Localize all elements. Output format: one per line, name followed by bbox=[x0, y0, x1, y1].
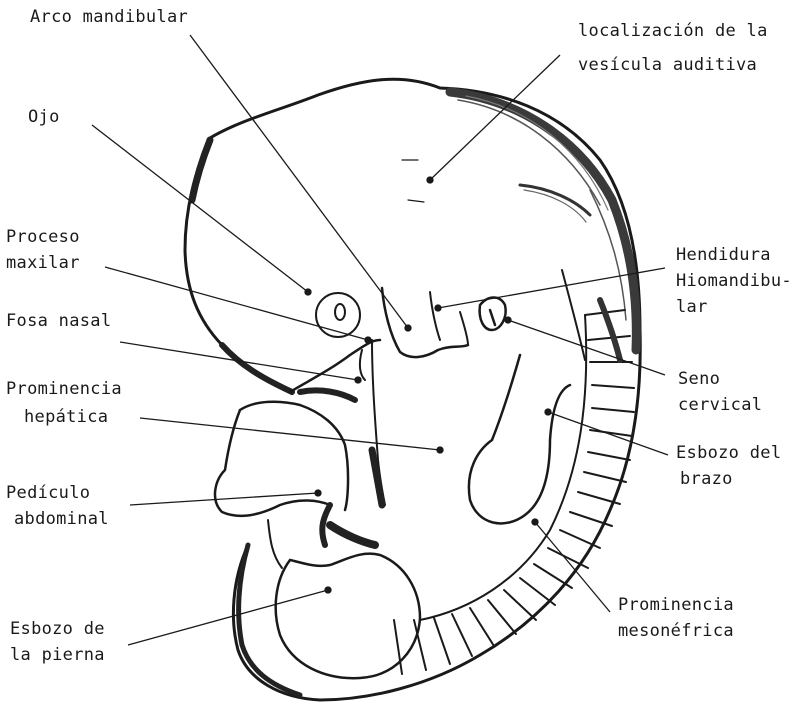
label-proceso-line1: Proceso bbox=[6, 226, 80, 248]
hepatic-prominence bbox=[240, 402, 348, 510]
somites bbox=[394, 310, 634, 674]
label-ojo: Ojo bbox=[28, 106, 60, 128]
label-esbozo-pierna-line1: Esbozo de bbox=[10, 618, 105, 640]
label-hendidura-line2: Hiomandibu- bbox=[676, 270, 792, 292]
label-vesicula-line1: localización de la bbox=[578, 20, 768, 42]
cervical-sinus bbox=[480, 298, 506, 331]
label-seno-line2: cervical bbox=[678, 394, 762, 416]
label-arco-mandibular: Arco mandibular bbox=[30, 6, 188, 28]
body-stalk bbox=[215, 410, 330, 516]
eye-outer bbox=[316, 293, 360, 337]
label-pediculo-line2: abdominal bbox=[14, 508, 109, 530]
label-esbozo-brazo-line2: brazo bbox=[680, 468, 733, 490]
label-prominencia-hepatica-line2: hepática bbox=[24, 406, 108, 428]
mandibular-arch bbox=[382, 288, 468, 357]
label-prominencia-meso-line1: Prominencia bbox=[618, 594, 734, 616]
label-esbozo-pierna-line2: la pierna bbox=[10, 644, 105, 666]
maxillary-process bbox=[290, 340, 380, 392]
label-prominencia-hepatica-line1: Prominencia bbox=[6, 378, 122, 400]
label-prominencia-meso-line2: mesonéfrica bbox=[618, 620, 734, 642]
label-hendidura-line3: lar bbox=[676, 296, 708, 318]
leg-bud bbox=[276, 554, 420, 679]
label-hendidura-line1: Hendidura bbox=[676, 244, 771, 266]
eye-inner bbox=[335, 304, 345, 320]
label-esbozo-brazo-line1: Esbozo del bbox=[676, 442, 781, 464]
label-pediculo-line1: Pedículo bbox=[6, 482, 90, 504]
label-proceso-line2: maxilar bbox=[6, 252, 80, 274]
label-seno-line1: Seno bbox=[678, 368, 720, 390]
label-vesicula-line2: vesícula auditiva bbox=[578, 54, 757, 76]
arm-bud bbox=[469, 355, 570, 523]
label-fosa-nasal: Fosa nasal bbox=[6, 310, 111, 332]
